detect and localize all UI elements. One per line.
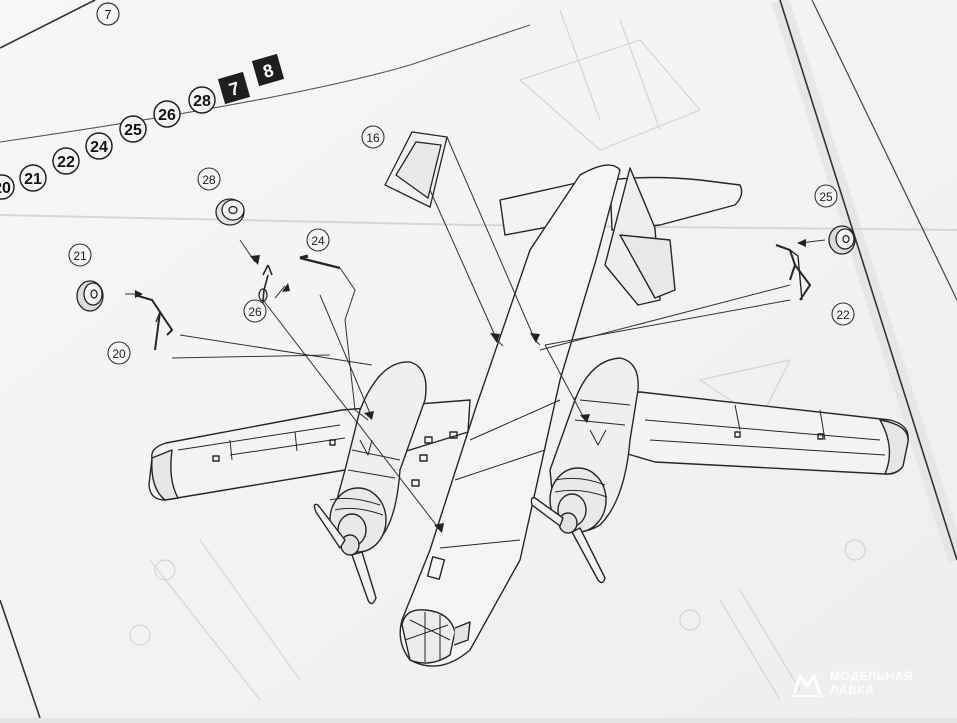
page-border-top [0,0,96,49]
left-propeller [313,503,377,605]
seq-label-28: 28 [193,93,211,110]
paper-fold [0,214,957,231]
left-wing-marker [212,455,220,462]
seq-part-22: 22 [52,147,80,175]
step-7-box: 7 [217,71,251,105]
seq-part-26: 26 [153,100,181,128]
step-8-box: 8 [251,53,285,87]
arrowheads [135,239,806,533]
top-part-circle: 7 [96,2,120,26]
callout-24-label: 24 [311,234,325,248]
parts-exploded [76,131,856,351]
callout-26: 26 [243,299,267,323]
callout-25: 25 [814,184,838,208]
seq-part-28: 28 [188,86,216,114]
seq-label-21: 21 [24,171,42,188]
left-wingtip [151,449,179,501]
callout-28-label: 28 [202,173,216,187]
callout-21: 21 [68,243,92,267]
watermark: МОДЕЛЬНАЯ ЛАВКА [830,669,948,697]
callout-22: 22 [831,302,855,326]
left-strut-part [134,294,174,351]
fuselage-panel-lines [454,399,561,481]
fuselage [399,164,621,667]
right-wing-panel-lines [644,419,886,456]
seq-label-22: 22 [57,154,75,171]
seq-part-24: 24 [85,132,113,160]
callout-20-label: 20 [112,347,126,361]
seq-label-25: 25 [124,122,142,139]
right-propeller [530,496,606,584]
watermark-line-1: МОДЕЛЬНАЯ [830,669,914,683]
seq-label-24: 24 [90,139,108,156]
left-wing-panel-lines [177,424,346,456]
watermark-logo-icon [792,674,822,697]
callout-28: 28 [197,167,221,191]
fin-shadow [619,234,676,299]
seq-part-25: 25 [119,115,147,143]
top-part-number: 7 [104,7,111,22]
right-engine-nacelle [549,357,639,533]
page-border-right [779,0,957,561]
link-part [299,256,341,270]
divider-line [0,24,531,143]
nose-glazing [401,609,471,664]
callout-16-label: 16 [366,131,380,145]
callout-21-label: 21 [73,249,87,263]
reverse-side-showthrough [129,9,866,701]
seq-label-20: 20 [0,180,11,197]
callout-22-label: 22 [836,308,850,322]
leader-lines [125,136,826,531]
seq-label-26: 26 [158,107,176,124]
callout-25-label: 25 [819,190,833,204]
right-wheel-part [828,225,856,255]
right-wingtip [879,419,909,475]
callout-20: 20 [107,341,131,365]
aircraft-drawing [148,164,909,667]
washer-part [215,198,245,226]
left-wheel-part [76,280,104,312]
callout-26-label: 26 [248,305,262,319]
page-border-right-inner [811,0,957,301]
right-strut-part [775,244,812,301]
seq-part-21: 21 [19,164,47,192]
watermark-line-2: ЛАВКА [830,683,875,697]
page-border-left [0,599,41,719]
callout-16: 16 [361,125,385,149]
seq-part-20: 20 [0,174,15,200]
gear-well [426,556,446,580]
parts-sequence: 20 21 22 24 25 26 28 [0,86,216,200]
callout-24: 24 [306,228,330,252]
